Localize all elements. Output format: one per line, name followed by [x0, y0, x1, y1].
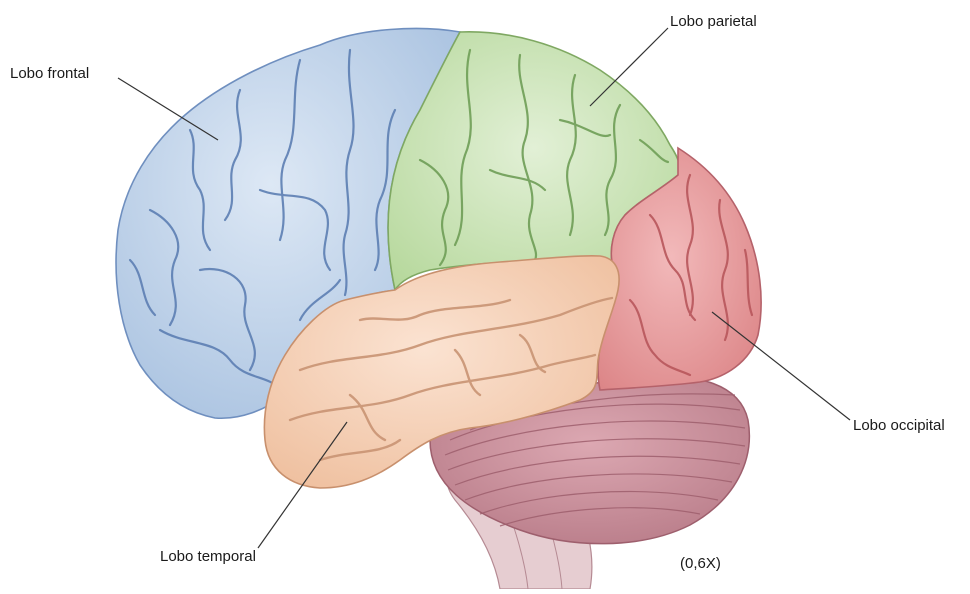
label-parietal-lobe: Lobo parietal — [670, 14, 757, 29]
scale-note: (0,6X) — [680, 556, 721, 571]
label-frontal-lobe: Lobo frontal — [10, 66, 89, 81]
label-occipital-lobe: Lobo occipital — [853, 418, 945, 433]
label-temporal-lobe: Lobo temporal — [160, 549, 256, 564]
